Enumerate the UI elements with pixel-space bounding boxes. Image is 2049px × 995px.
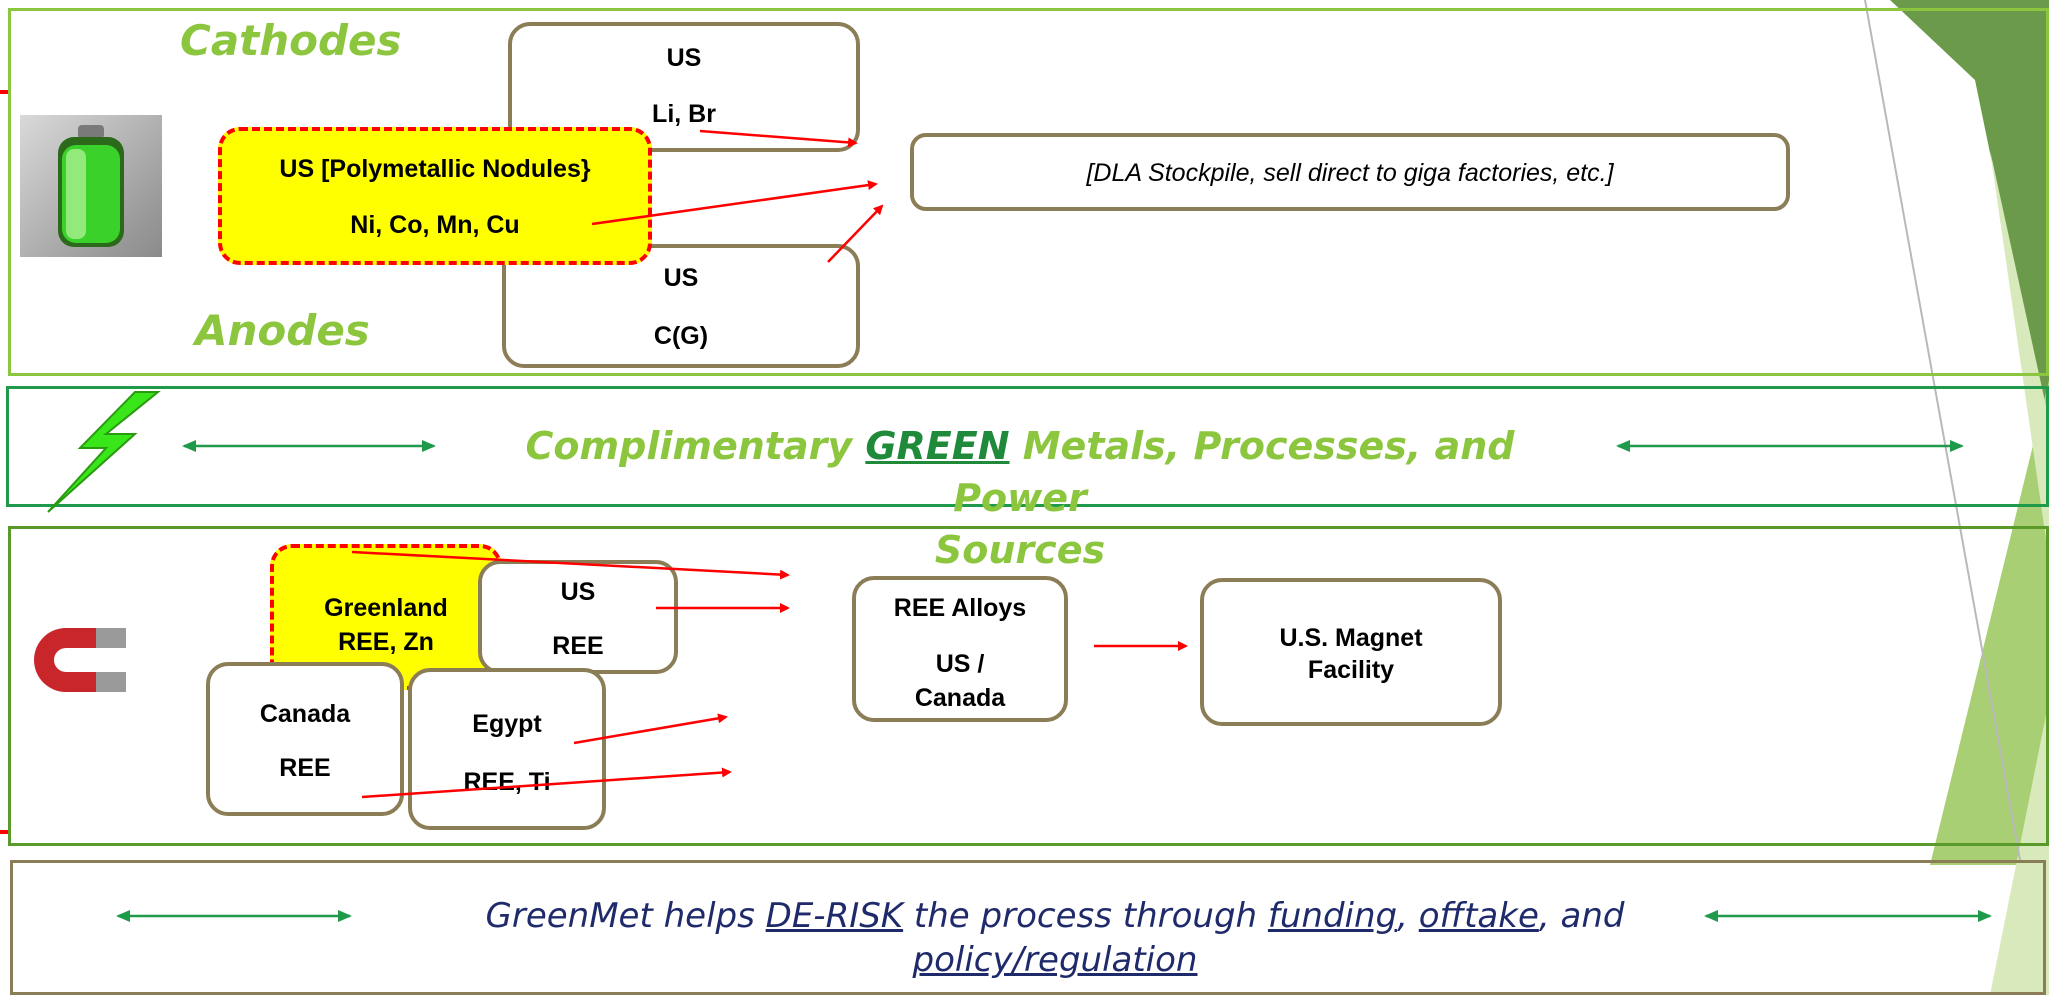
us-nodules-node: US [Polymetallic Nodules} Ni, Co, Mn, Cu [218,127,652,265]
node-metals: REE, Zn [338,628,434,656]
facility-line2: Facility [1307,656,1395,684]
battery-section [8,8,2049,376]
magnet-facility-node: U.S. Magnet Facility [1200,578,1502,726]
node-country: Canada [259,700,351,728]
banner-text-before: Complimentary [525,424,866,468]
horseshoe-magnet-icon [26,620,136,700]
node-country: US [560,578,596,606]
facility-line1: U.S. Magnet [1279,624,1423,652]
footer-text-part1: GreenMet helps [485,896,766,936]
alloys-location-line2: Canada [914,684,1006,712]
node-country: US [666,44,702,72]
banner-green-emphasis: GREEN [865,424,1010,468]
node-country: US [Polymetallic Nodules} [279,155,591,183]
green-banner-text: Complimentary GREEN Metals, Processes, a… [460,420,1580,576]
node-metals: C(G) [653,322,709,350]
battery-icon [20,115,162,257]
footer-link-derisk[interactable]: DE-RISK [765,896,904,936]
node-metals: REE, Ti [463,768,551,796]
footer-text-sep: , [1397,896,1419,936]
canada-node: Canada REE [206,662,404,816]
node-country: US [663,264,699,292]
footer-text-part2: the process through [903,896,1268,936]
egypt-node: Egypt REE, Ti [408,668,606,830]
node-metals: Ni, Co, Mn, Cu [350,211,520,239]
lightning-bolt-icon [40,390,170,515]
alloys-location-line1: US / [935,650,985,678]
node-metals: REE [279,754,331,782]
magnet-section [8,526,2049,846]
node-country: Egypt [472,710,542,738]
us-ree-node: US REE [478,560,678,674]
node-metals: REE [552,632,604,660]
alloys-title: REE Alloys [893,594,1027,622]
cathodes-heading: Cathodes [180,16,402,65]
green-banner [6,386,2049,507]
destination-text: [DLA Stockpile, sell direct to giga fact… [1086,159,1614,187]
destination-node: [DLA Stockpile, sell direct to giga fact… [910,133,1790,211]
node-country: Greenland [324,594,448,622]
node-metals: Li, Br [652,100,716,128]
footer-text-part3: , and [1538,896,1625,936]
footer-section [10,860,2046,995]
anodes-heading: Anodes [195,306,370,355]
footer-text: GreenMet helps DE-RISK the process throu… [420,894,1690,982]
banner-text-after: Metals, Processes, and Power [953,424,1515,520]
banner-text-line2: Sources [934,528,1106,572]
footer-link-offtake[interactable]: offtake [1418,896,1539,936]
ree-alloys-node: REE Alloys US / Canada [852,576,1068,722]
footer-link-policy[interactable]: policy/regulation [912,940,1198,980]
footer-link-funding[interactable]: funding [1267,896,1398,936]
